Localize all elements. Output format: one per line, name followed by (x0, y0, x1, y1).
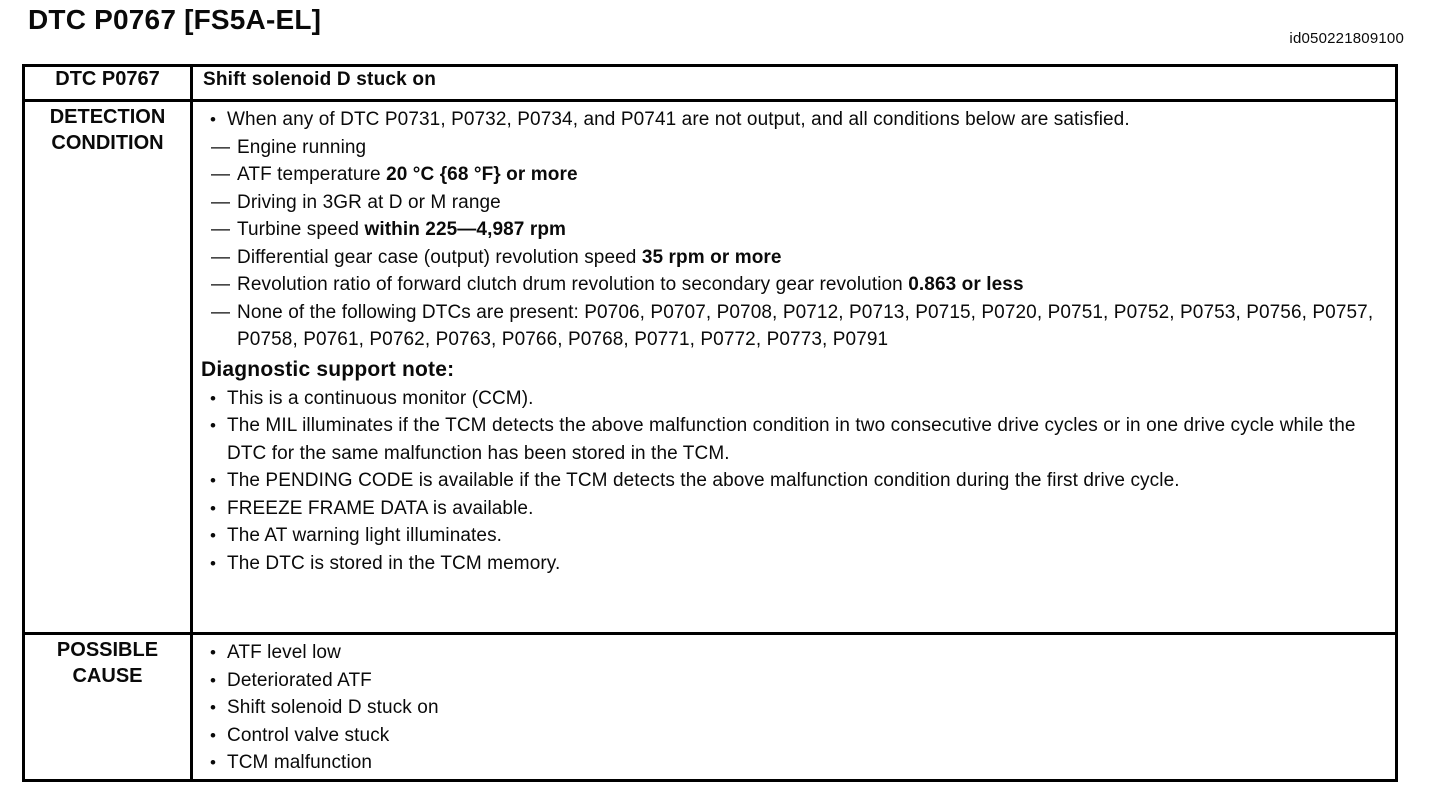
bullet-icon: • (210, 670, 217, 690)
cause-text: Control valve stuck (227, 724, 390, 746)
cause-text: Deteriorated ATF (227, 669, 372, 691)
possible-cause-row: POSSIBLE CAUSE • ATF level low • Deterio… (22, 632, 1398, 782)
bullet-icon: • (210, 471, 217, 490)
doc-id: id050221809100 (1289, 30, 1404, 47)
cause-item: • TCM malfunction (201, 749, 1389, 777)
page-title: DTC P0767 [FS5A-EL] (28, 4, 322, 35)
condition-text: Driving in 3GR at D or M range (237, 191, 501, 213)
detection-condition-row: DETECTION CONDITION • When any of DTC P0… (22, 99, 1398, 635)
note-text: The DTC is stored in the TCM memory. (227, 552, 561, 574)
bullet-icon: • (210, 110, 217, 129)
note-text: The PENDING CODE is available if the TCM… (227, 470, 1180, 491)
condition-text: Turbine speed (237, 219, 365, 240)
dash-marker: — (211, 164, 231, 185)
condition-item: — Driving in 3GR at D or M range (211, 189, 1389, 217)
detection-condition-content: • When any of DTC P0731, P0732, P0734, a… (190, 99, 1398, 635)
dtc-table: DTC P0767 Shift solenoid D stuck on DETE… (22, 64, 1398, 782)
cause-text: Shift solenoid D stuck on (227, 697, 439, 718)
dash-marker: — (211, 191, 231, 213)
condition-item: — Turbine speed within 225—4,987 rpm (211, 216, 1389, 244)
note-item: • This is a continuous monitor (CCM). (201, 385, 1389, 413)
condition-item: — Revolution ratio of forward clutch dru… (211, 271, 1389, 299)
cause-item: • Control valve stuck (201, 722, 1389, 750)
detection-condition-label: DETECTION CONDITION (22, 99, 193, 635)
dash-marker: — (211, 246, 231, 268)
condition-bold-text: 0.863 or less (908, 274, 1024, 295)
condition-item: — ATF temperature 20 °C {68 °F} or more (211, 161, 1389, 189)
dtc-header-row: DTC P0767 Shift solenoid D stuck on (22, 64, 1398, 102)
note-text: This is a continuous monitor (CCM). (227, 387, 534, 409)
bullet-icon: • (210, 643, 217, 662)
condition-text: Revolution ratio of forward clutch drum … (237, 274, 909, 295)
condition-text: Engine running (237, 136, 367, 158)
note-item: • The AT warning light illuminates. (201, 522, 1389, 550)
note-item: • The DTC is stored in the TCM memory. (201, 550, 1389, 578)
bullet-icon: • (210, 416, 217, 435)
bullet-icon: • (210, 698, 217, 717)
diagnostic-note-heading: Diagnostic support note: (201, 357, 455, 381)
condition-item: — Differential gear case (output) revolu… (211, 244, 1389, 272)
note-item: • The PENDING CODE is available if the T… (201, 467, 1389, 495)
note-text: The AT warning light illuminates. (227, 525, 503, 546)
note-item: • The MIL illuminates if the TCM detects… (201, 412, 1389, 467)
possible-cause-content: • ATF level low • Deteriorated ATF • Shi… (190, 632, 1398, 782)
dtc-description-cell: Shift solenoid D stuck on (190, 64, 1398, 102)
dash-marker: — (211, 301, 231, 323)
cause-item: • Shift solenoid D stuck on (201, 694, 1389, 722)
cause-item: • ATF level low (201, 639, 1389, 667)
note-text: The MIL illuminates if the TCM detects t… (227, 415, 1356, 464)
note-text: FREEZE FRAME DATA is available. (227, 497, 534, 519)
condition-item: — Engine running (211, 134, 1389, 162)
bullet-icon: • (210, 498, 217, 518)
condition-bold-text: 20 °C {68 °F} or more (386, 164, 578, 185)
note-item: • FREEZE FRAME DATA is available. (201, 495, 1389, 523)
bullet-icon: • (210, 753, 217, 772)
bullet-icon: • (210, 553, 217, 573)
dash-marker: — (211, 219, 231, 240)
condition-item: — None of the following DTCs are present… (211, 299, 1389, 354)
bullet-icon: • (210, 388, 217, 408)
dtc-code-cell: DTC P0767 (22, 64, 193, 102)
condition-text: ATF temperature (237, 164, 387, 185)
cause-text: TCM malfunction (227, 752, 373, 773)
dash-marker: — (211, 274, 231, 295)
condition-bold-text: within 225—4,987 rpm (364, 219, 567, 240)
detection-intro-bullet: • When any of DTC P0731, P0732, P0734, a… (201, 106, 1389, 134)
bullet-icon: • (210, 526, 217, 545)
detection-intro-text: When any of DTC P0731, P0732, P0734, and… (227, 109, 1130, 130)
bullet-icon: • (210, 725, 217, 745)
cause-text: ATF level low (227, 642, 341, 663)
cause-item: • Deteriorated ATF (201, 667, 1389, 695)
dash-marker: — (211, 136, 231, 158)
possible-cause-label: POSSIBLE CAUSE (22, 632, 193, 782)
condition-text: Differential gear case (output) revoluti… (237, 246, 642, 268)
condition-text: None of the following DTCs are present: … (237, 301, 1374, 351)
condition-bold-text: 35 rpm or more (641, 246, 782, 268)
